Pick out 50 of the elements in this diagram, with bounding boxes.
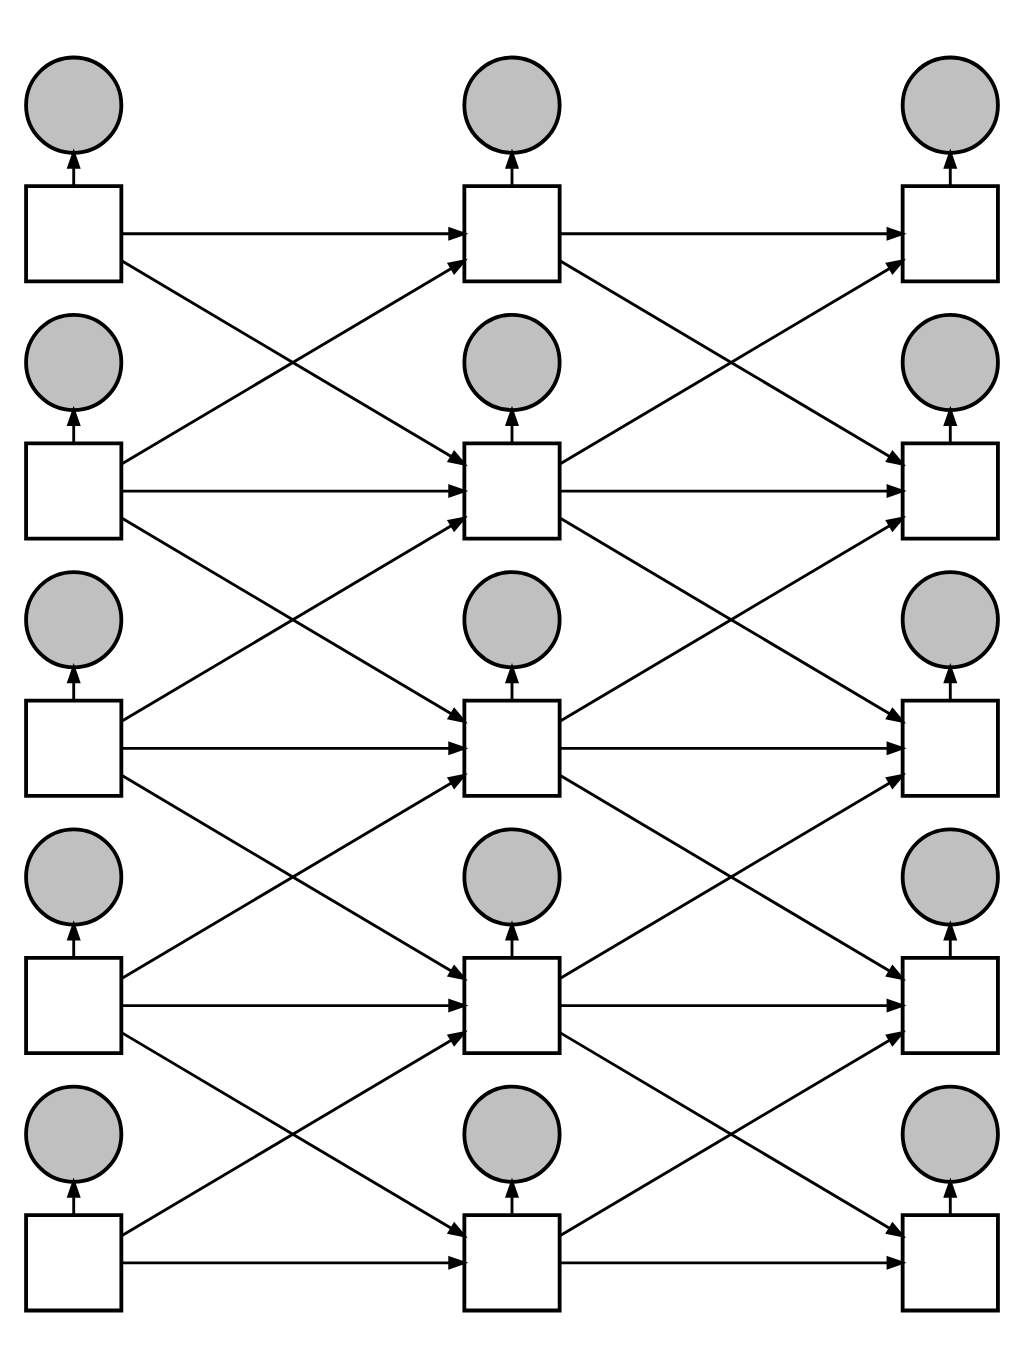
node-box	[900, 440, 1000, 540]
arrow	[66, 1176, 81, 1214]
node-box	[24, 955, 124, 1055]
node-box	[900, 183, 1000, 283]
arrow	[121, 997, 469, 1012]
node-circle	[900, 569, 1000, 669]
arrow	[121, 483, 469, 498]
node-circle	[462, 54, 562, 154]
arrow	[943, 404, 958, 442]
node-box	[900, 955, 1000, 1055]
node-box	[462, 183, 562, 283]
arrow	[943, 662, 958, 700]
node-circle	[24, 826, 124, 926]
node-box	[900, 697, 1000, 797]
arrow	[121, 225, 469, 240]
arrow	[66, 919, 81, 957]
node-box	[900, 1212, 1000, 1312]
node-circle	[900, 1083, 1000, 1183]
node-box	[462, 440, 562, 540]
node-circle	[900, 826, 1000, 926]
node-circle	[24, 54, 124, 154]
node-box	[24, 183, 124, 283]
node-circle	[24, 311, 124, 411]
arrow	[943, 919, 958, 957]
node-box	[24, 1212, 124, 1312]
arrow	[66, 404, 81, 442]
arrow	[943, 1176, 958, 1214]
node-box	[462, 1212, 562, 1312]
node-circle	[462, 1083, 562, 1183]
node-circle	[900, 54, 1000, 154]
node-box	[462, 697, 562, 797]
arrow	[559, 740, 907, 755]
arrow	[559, 997, 907, 1012]
node-circle	[24, 1083, 124, 1183]
node-circle	[462, 826, 562, 926]
arrow	[66, 662, 81, 700]
node-box	[24, 440, 124, 540]
arrow	[121, 740, 469, 755]
arrow	[559, 225, 907, 240]
node-circle	[24, 569, 124, 669]
arrow	[559, 483, 907, 498]
node-box	[24, 697, 124, 797]
node-circle	[900, 311, 1000, 411]
arrow	[121, 1254, 469, 1269]
node-circle	[462, 569, 562, 669]
arrow	[943, 147, 958, 185]
node-box	[462, 955, 562, 1055]
arrow	[66, 147, 81, 185]
node-circle	[462, 311, 562, 411]
arrow	[559, 1254, 907, 1269]
